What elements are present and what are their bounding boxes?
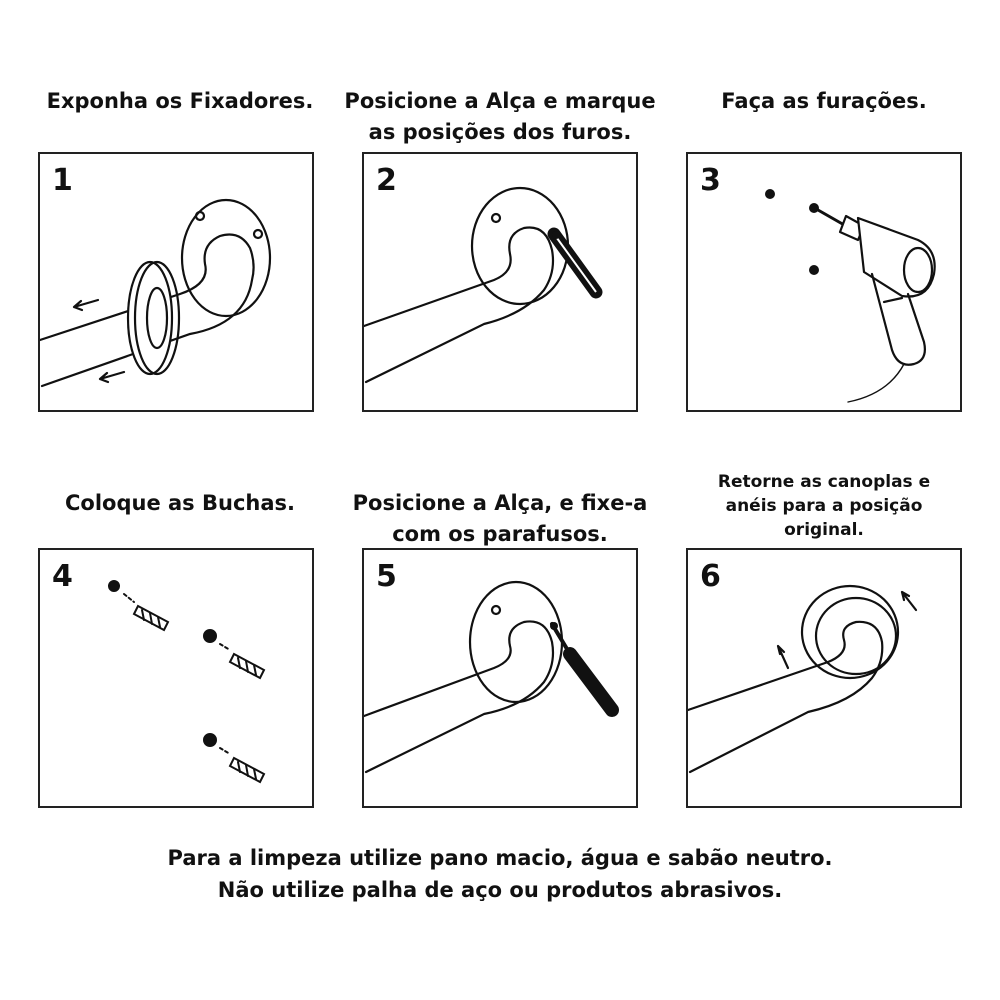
grab-bar-pipe xyxy=(688,620,884,774)
returned-cover xyxy=(800,584,900,680)
step-2-panel: 2 xyxy=(362,152,638,412)
step-5-caption-line-1: Posicione a Alça, e fixe-a xyxy=(352,491,648,515)
grab-bar-pipe xyxy=(364,226,555,384)
wall-plug-icon xyxy=(203,629,266,680)
hole-mark xyxy=(765,189,775,199)
cleaning-note-line-2: Não utilize palha de aço ou produtos abr… xyxy=(217,878,783,902)
step-2-caption-line-1: Posicione a Alça e marque xyxy=(344,89,656,113)
step-5-number: 5 xyxy=(376,559,397,594)
step-1-caption-line-1: Exponha os Fixadores. xyxy=(46,89,314,113)
step-5-panel: 5 xyxy=(362,548,638,808)
drill-icon xyxy=(816,208,936,403)
step-1-number: 1 xyxy=(52,163,73,198)
step-2-number: 2 xyxy=(376,163,397,198)
step-6-caption-line-3: original. xyxy=(784,520,864,540)
wall-plug-icon xyxy=(108,580,170,632)
step-6-caption: Retorne as canoplas e anéis para a posiç… xyxy=(686,470,962,542)
screw-hole xyxy=(490,604,502,616)
step-6-caption-line-1: Retorne as canoplas e xyxy=(717,472,931,492)
step-4-caption-line-1: Coloque as Buchas. xyxy=(65,491,295,515)
hole-mark xyxy=(809,265,819,275)
step-6-illustration xyxy=(688,584,918,774)
step-5-illustration xyxy=(364,580,619,774)
step-6-panel: 6 xyxy=(686,548,962,808)
screw-hole xyxy=(194,210,206,222)
wall-flange xyxy=(470,186,570,306)
return-arrow-icon xyxy=(776,644,790,670)
screw-hole xyxy=(490,212,502,224)
step-6-caption-line-2: anéis para a posição xyxy=(725,496,923,516)
step-4-illustration xyxy=(108,580,266,784)
step-5-caption-line-2: com os parafusos. xyxy=(392,522,608,546)
step-2-illustration xyxy=(364,186,603,384)
cleaning-note-line-1: Para a limpeza utilize pano macio, água … xyxy=(167,846,833,870)
step-4-number: 4 xyxy=(52,559,73,594)
step-1-panel: 1 xyxy=(38,152,314,412)
step-1-illustration xyxy=(40,198,272,388)
step-3-panel: 3 xyxy=(686,152,962,412)
step-1-caption: Exponha os Fixadores. xyxy=(38,86,322,117)
wall-flange xyxy=(180,198,272,318)
step-4-caption: Coloque as Buchas. xyxy=(38,488,322,519)
slide-arrow-icon xyxy=(98,370,126,384)
pencil-mark-icon xyxy=(547,227,603,299)
step-3-illustration xyxy=(765,189,936,403)
wall-plug-icon xyxy=(203,733,266,784)
step-3-caption: Faça as furações. xyxy=(686,86,962,117)
screw-hole xyxy=(252,228,264,240)
grab-bar-pipe xyxy=(364,620,555,774)
step-5-caption: Posicione a Alça, e fixe-a com os parafu… xyxy=(340,488,660,550)
step-3-caption-line-1: Faça as furações. xyxy=(721,89,927,113)
step-2-caption-line-2: as posições dos furos. xyxy=(368,120,632,144)
step-4-panel: 4 xyxy=(38,548,314,808)
wall-flange xyxy=(468,580,564,704)
hole-mark xyxy=(809,203,819,213)
slide-arrow-icon xyxy=(72,298,100,312)
screwdriver-icon xyxy=(550,622,619,717)
return-arrow-icon xyxy=(900,590,918,612)
step-3-number: 3 xyxy=(700,163,721,198)
step-6-number: 6 xyxy=(700,559,721,594)
step-2-caption: Posicione a Alça e marque as posições do… xyxy=(340,86,660,148)
grab-bar-pipe xyxy=(40,233,255,388)
